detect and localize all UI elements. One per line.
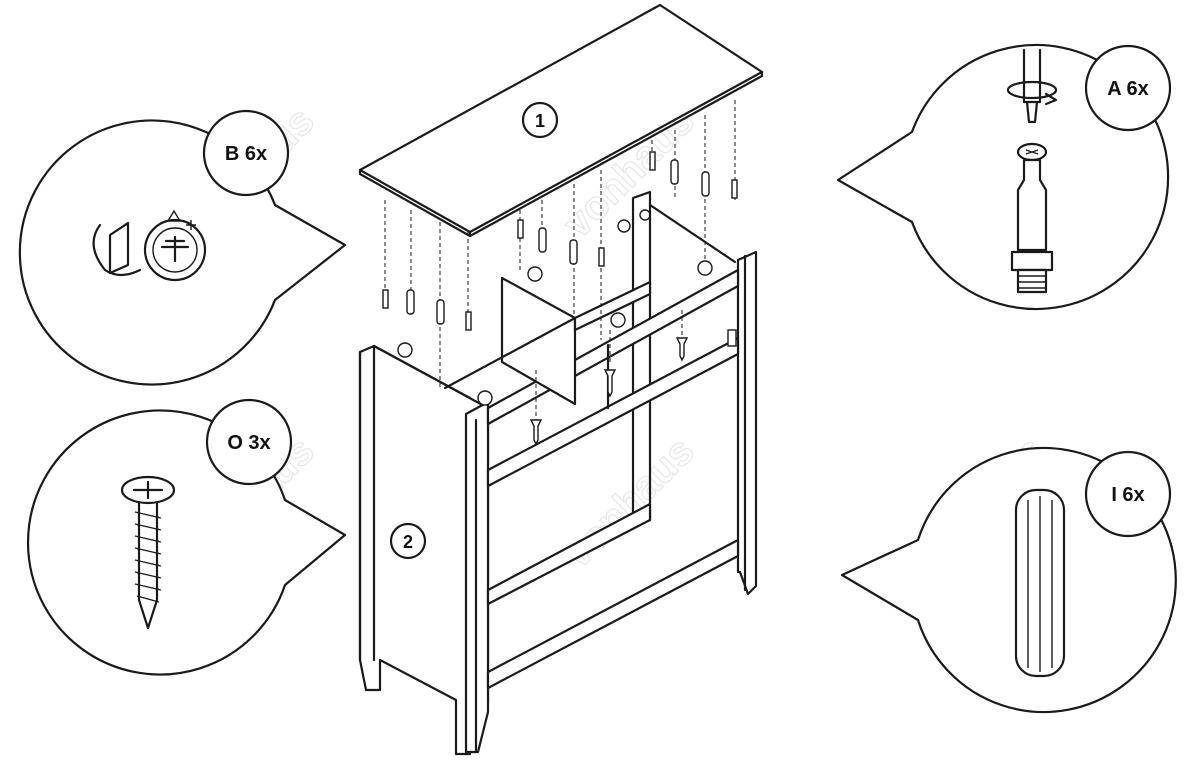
- part-number-2: 2: [403, 532, 413, 552]
- cam-lock-icon: [92, 209, 207, 282]
- wooden-dowel-icon: [406, 159, 710, 325]
- screw-icon: [120, 475, 176, 630]
- hardware: [382, 151, 738, 446]
- cam-bolt-icon: [1006, 48, 1058, 294]
- part-label-1: 1: [521, 101, 559, 139]
- cam-bolt-icon: [382, 151, 738, 331]
- cabinet-body: [358, 190, 758, 756]
- part-label-2: 2: [389, 522, 427, 560]
- callout-i-label: I 6x: [1111, 484, 1144, 506]
- callout-a: A 6x: [836, 43, 1172, 311]
- callout-o: O 3x: [26, 398, 347, 676]
- callout-o-label: O 3x: [227, 432, 270, 454]
- callout-a-label: A 6x: [1107, 78, 1149, 100]
- callout-b-label: B 6x: [225, 143, 267, 165]
- callout-b: B 6x: [18, 109, 347, 386]
- cam-lock-icon: [397, 219, 713, 406]
- callout-i: I 6x: [840, 446, 1177, 714]
- part-number-1: 1: [535, 111, 545, 131]
- top-panel: [358, 3, 764, 238]
- screw-icon: [529, 337, 689, 446]
- wooden-dowel-icon: [1014, 488, 1066, 678]
